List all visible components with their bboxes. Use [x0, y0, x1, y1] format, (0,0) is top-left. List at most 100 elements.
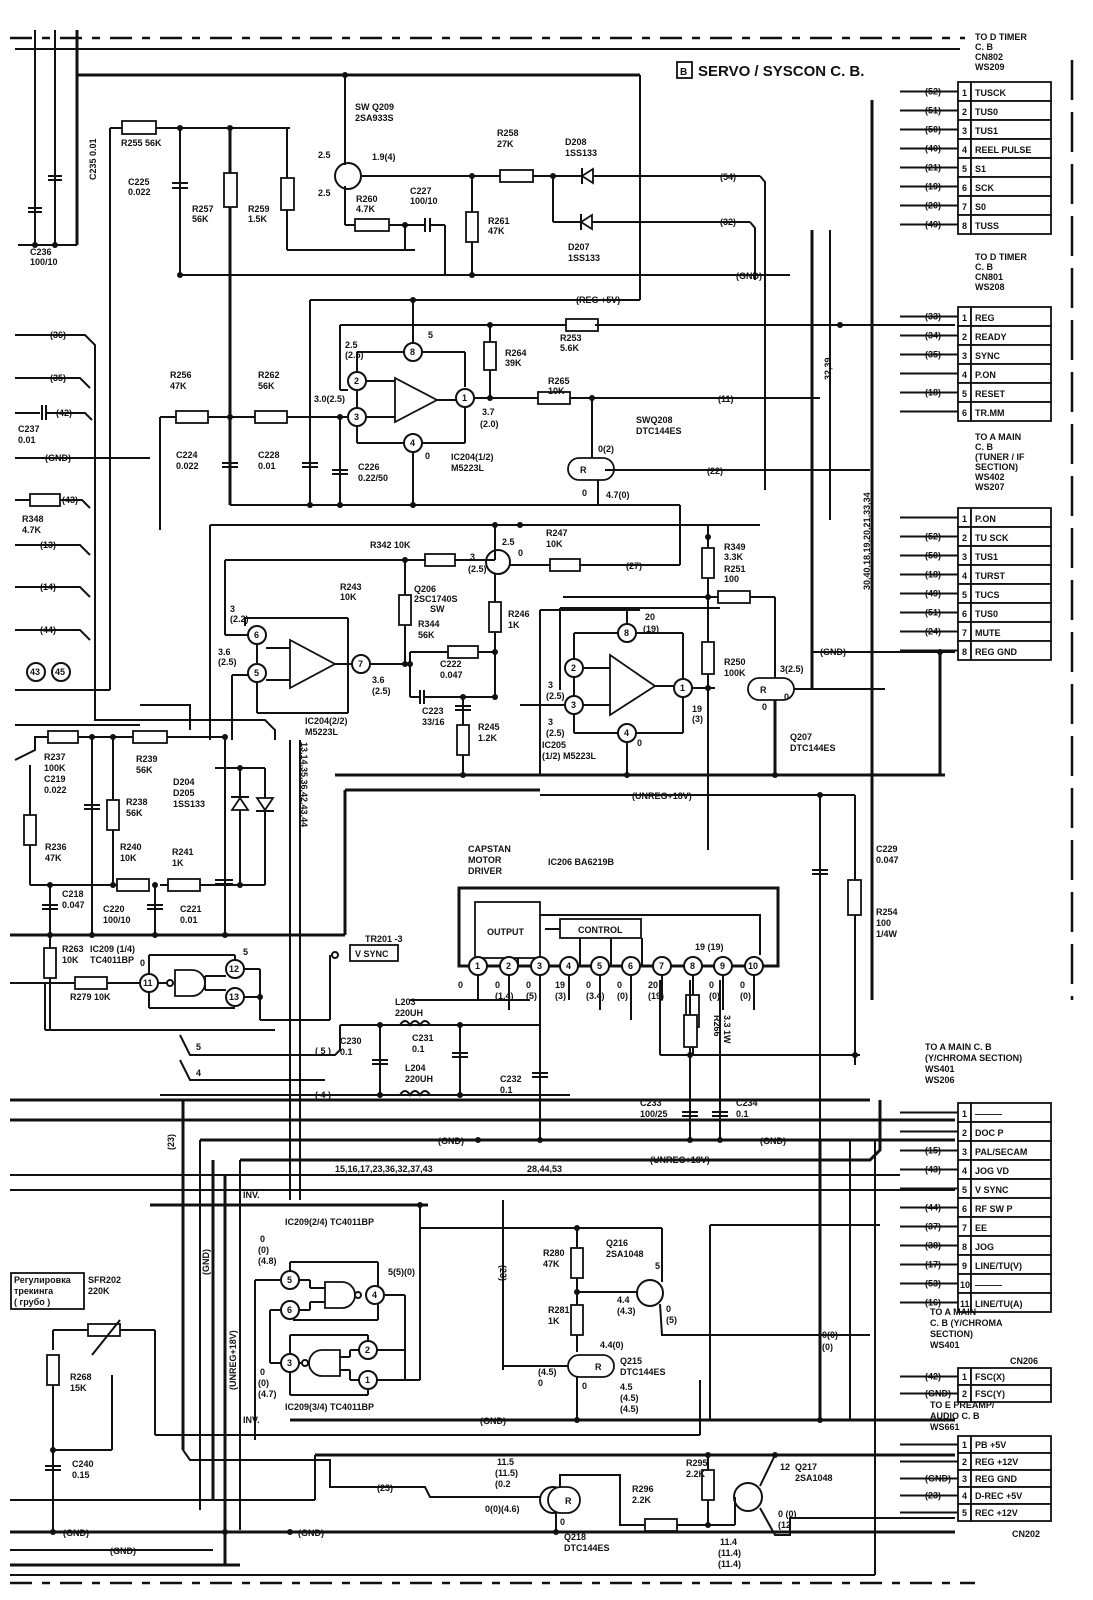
q217-v6: (11.4): [718, 1559, 741, 1569]
ref-circle-43: 43: [30, 667, 40, 677]
q206-label: Q206: [414, 584, 436, 594]
pin-label: TUCS: [975, 590, 1000, 600]
sfr202-value: 220K: [88, 1286, 110, 1296]
pin-net: (49): [925, 589, 941, 599]
tracking-label-1: Регулировка: [14, 1275, 72, 1285]
c232-label: C232: [500, 1074, 522, 1084]
r268-label: R268: [70, 1372, 92, 1382]
ic206-pins: 1020(1.4)30(5)419(3)50(3.4)60(0)720(19)8…: [458, 956, 764, 1055]
ic209a-part: TC4011BP: [90, 955, 134, 965]
q215-v3: (4.5): [538, 1367, 557, 1377]
r261-value: 47K: [488, 226, 505, 236]
q215-q216-section: (23) R280 47K R281 1K Q216 2SA1048 5 4.4…: [155, 1140, 955, 1436]
pin-number: 8: [962, 1242, 967, 1252]
c218-value: 0.047: [62, 900, 85, 910]
q218-v4: 0(0)(4.6): [485, 1504, 520, 1514]
connector-heading: WS206: [925, 1075, 955, 1085]
pin-number: 1: [962, 1440, 967, 1450]
r254-label: R254: [876, 907, 898, 917]
pin-number: 3: [962, 126, 967, 136]
pin-net: (37): [925, 1222, 941, 1232]
c228-value: 0.01: [258, 461, 276, 471]
pin-label: REG +12V: [975, 1457, 1018, 1467]
r344-label: R344: [418, 619, 440, 629]
r258-value: 27K: [497, 139, 514, 149]
pin-net: (38): [925, 1241, 941, 1251]
svg-text:2: 2: [354, 376, 359, 386]
svg-text:R: R: [760, 685, 767, 695]
q217-v3: (12: [778, 1520, 791, 1530]
q207-v1: 3(2.5): [780, 664, 804, 674]
pin-net: (52): [925, 87, 941, 97]
c227-label: C227: [410, 186, 432, 196]
q217-v1: 12: [780, 1462, 790, 1472]
r246-label: R246: [508, 609, 530, 619]
top-left-section: C236 100/10 C235 0.01 R255 56K C225 0.02…: [15, 30, 960, 690]
q218-v2: (11.5): [495, 1468, 518, 1478]
r245-value: 1.2K: [478, 733, 498, 743]
d205-label: D205: [173, 788, 195, 798]
connector-heading: TO A MAIN C. B: [925, 1042, 992, 1052]
ic209a-section: R263 10K IC209 (1/4) TC4011BP R279 10K 1…: [10, 935, 399, 1031]
pin-number: 6: [962, 609, 967, 619]
connector-heading: C. B: [975, 42, 994, 52]
tr201-label: TR201 -3: [365, 934, 403, 944]
ic204a-v-3: 3.0(2.5): [314, 394, 345, 404]
ic209b-label: IC209(2/4) TC4011BP: [285, 1217, 374, 1227]
c219-value: 0.022: [44, 785, 67, 795]
r262-value: 56K: [258, 381, 275, 391]
ic206-pin-number: 6: [628, 961, 633, 971]
pin-net: (42): [925, 1372, 941, 1382]
inv-label-2: INV.: [243, 1415, 260, 1425]
left-net-42: (42): [56, 408, 72, 418]
pin-label: ———: [975, 1109, 1002, 1119]
svg-text:6: 6: [254, 630, 259, 640]
r238-value: 56K: [126, 808, 143, 818]
l203-value: 220UH: [395, 1008, 423, 1018]
ic206-pin-number: 10: [748, 961, 758, 971]
inv-label-1: INV.: [243, 1190, 260, 1200]
title-marker: B: [680, 67, 687, 78]
pin-number: 9: [962, 1261, 967, 1271]
pin-net: (50): [925, 551, 941, 561]
net-5: ( 5 ): [315, 1046, 331, 1056]
pin-number: 2: [962, 1389, 967, 1399]
pin-label: FSC(Y): [975, 1389, 1005, 1399]
pin-label: SCK: [975, 183, 995, 193]
control-block: CONTROL: [578, 925, 623, 935]
r279-label: R279 10K: [70, 992, 111, 1002]
r349-label: R349: [724, 542, 746, 552]
pin-number: 8: [962, 221, 967, 231]
c224-label: C224: [176, 450, 198, 460]
pin-number: 10: [960, 1280, 970, 1290]
r266-value: 3.3 1W: [722, 1015, 732, 1044]
connector-heading: WS208: [975, 282, 1005, 292]
vsync-tag: V SYNC: [355, 949, 389, 959]
pin-net: (19): [925, 182, 941, 192]
pin-number: 4: [962, 571, 967, 581]
l203-label: L203: [395, 997, 416, 1007]
pin-number: 8: [962, 647, 967, 657]
connector-heading: CN802: [975, 52, 1003, 62]
connector-ws206: TO A MAIN C. B(Y/CHROMA SECTION)WS401WS2…: [900, 1042, 1052, 1313]
pin-label: PB +5V: [975, 1440, 1006, 1450]
svg-text:4: 4: [624, 728, 629, 738]
pin-net: (GND): [925, 1389, 951, 1399]
r254-value: 100: [876, 918, 891, 928]
c230-value: 0.1: [340, 1047, 353, 1057]
ic206-pin-voltage: (3.4): [586, 991, 605, 1001]
pin-net: (53): [925, 1279, 941, 1289]
gate-pin-4: 4: [372, 1290, 377, 1300]
r243-label: R243: [340, 582, 362, 592]
ic209b-v3: (4.8): [258, 1256, 277, 1266]
r250-value: 100K: [724, 668, 746, 678]
